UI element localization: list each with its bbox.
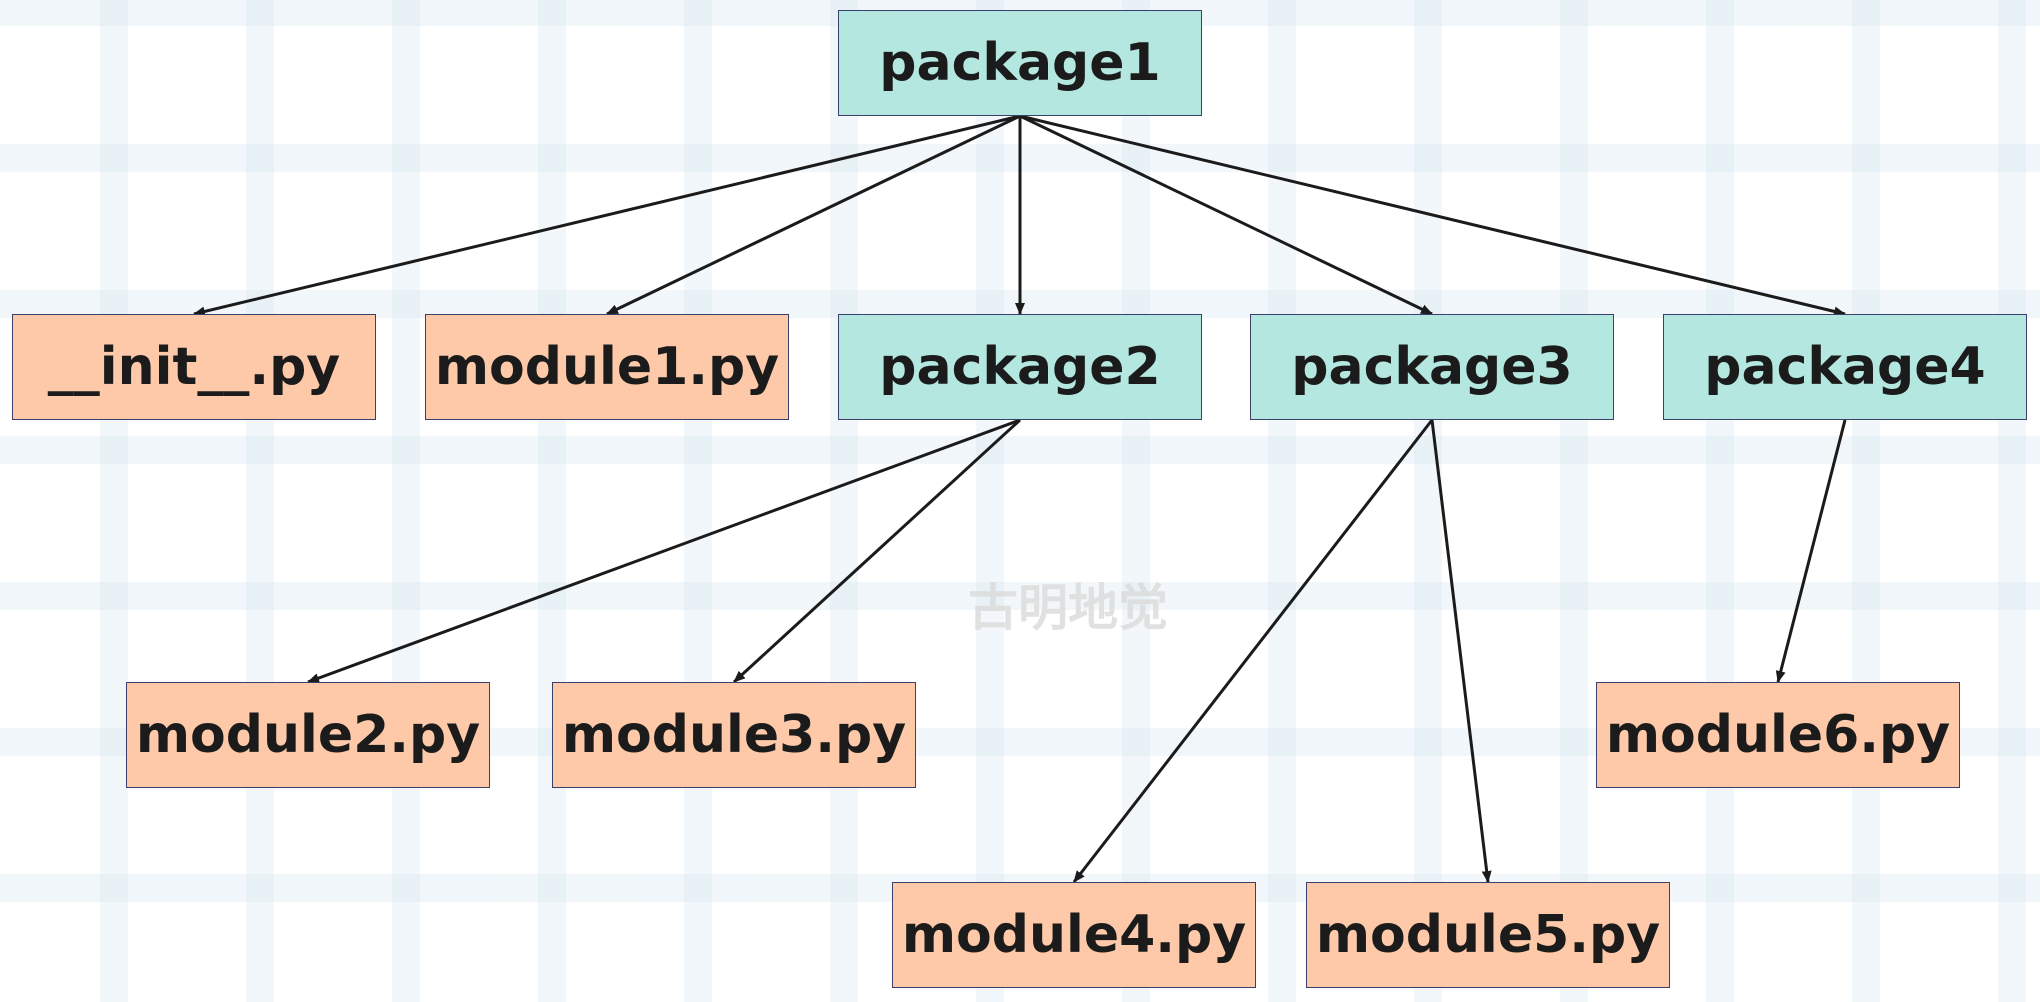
edge-package1-to-init	[193, 114, 1021, 317]
node-package2: package2	[838, 314, 1202, 420]
node-package1: package1	[838, 10, 1202, 116]
node-label: module6.py	[1605, 705, 1951, 765]
edge-package2-to-module2	[307, 418, 1021, 684]
node-module1-py: module1.py	[425, 314, 789, 420]
edge-package1-to-package3	[1019, 114, 1433, 316]
edge-package4-to-module6	[1775, 419, 1847, 683]
node-package4: package4	[1663, 314, 2027, 420]
edge-package1-to-module1	[606, 114, 1021, 316]
edge-package2-to-module3	[732, 418, 1022, 684]
node-label: __init__.py	[47, 337, 341, 397]
node-package3: package3	[1250, 314, 1614, 420]
node-label: package3	[1291, 337, 1573, 397]
edge-package3-to-module4	[1072, 419, 1434, 883]
node-label: module2.py	[135, 705, 481, 765]
edge-package1-to-package4	[1019, 114, 1846, 317]
node-label: module1.py	[434, 337, 780, 397]
node-label: module3.py	[561, 705, 907, 765]
node-module3-py: module3.py	[552, 682, 916, 788]
watermark-text: 古明地觉	[968, 579, 1168, 637]
node-module6-py: module6.py	[1596, 682, 1960, 788]
node-label: module5.py	[1315, 905, 1661, 965]
node-label: package1	[879, 33, 1161, 93]
node-label: package2	[879, 337, 1161, 397]
node-label: module4.py	[901, 905, 1247, 965]
edge-package3-to-module5	[1430, 419, 1492, 883]
node-label: package4	[1704, 337, 1986, 397]
node-module2-py: module2.py	[126, 682, 490, 788]
node-module5-py: module5.py	[1306, 882, 1670, 988]
node-init-py: __init__.py	[12, 314, 376, 420]
node-module4-py: module4.py	[892, 882, 1256, 988]
